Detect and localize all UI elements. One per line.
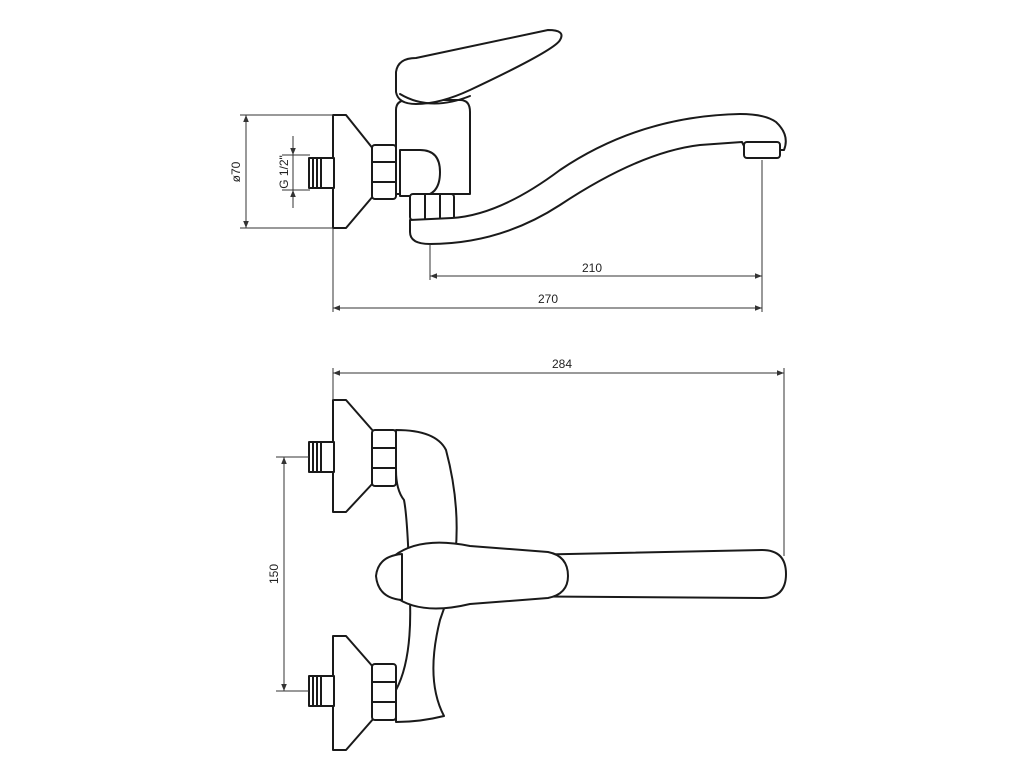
wall-flange — [332, 114, 375, 229]
dim-inlet-spacing-label: 150 — [267, 564, 281, 584]
lower-threaded-inlet — [308, 675, 335, 707]
dim-spout-reach: 210 — [429, 160, 763, 312]
dim-inlet-spacing: 150 — [267, 456, 309, 692]
dim-total-depth: 270 — [332, 228, 762, 312]
upper-flange — [332, 399, 375, 513]
side-view: ø70 G 1/2" 210 270 — [229, 29, 787, 312]
top-view: 284 150 — [267, 357, 787, 751]
lever-handle — [395, 29, 563, 105]
upper-hex-nut — [371, 429, 397, 487]
aerator — [743, 141, 781, 159]
top-lever — [393, 541, 569, 610]
dim-diameter-label: ø70 — [229, 161, 243, 182]
dim-total-width-label: 284 — [552, 357, 572, 371]
lever-pivot — [399, 93, 471, 105]
upper-threaded-inlet — [308, 441, 335, 473]
dim-total-width: 284 — [332, 357, 785, 556]
dim-thread-label: G 1/2" — [277, 155, 291, 189]
lower-flange — [332, 635, 375, 751]
dim-thread: G 1/2" — [277, 136, 310, 208]
lever-pivot-cap — [375, 553, 403, 601]
threaded-inlet — [308, 157, 335, 189]
connection-ring — [399, 149, 441, 197]
spout-nut — [409, 193, 455, 221]
dim-total-depth-label: 270 — [538, 292, 558, 306]
hex-nut — [371, 144, 397, 200]
dim-diameter: ø70 — [229, 114, 333, 229]
curved-spout — [409, 113, 787, 245]
lower-hex-nut — [371, 663, 397, 721]
dim-spout-reach-label: 210 — [582, 261, 602, 275]
